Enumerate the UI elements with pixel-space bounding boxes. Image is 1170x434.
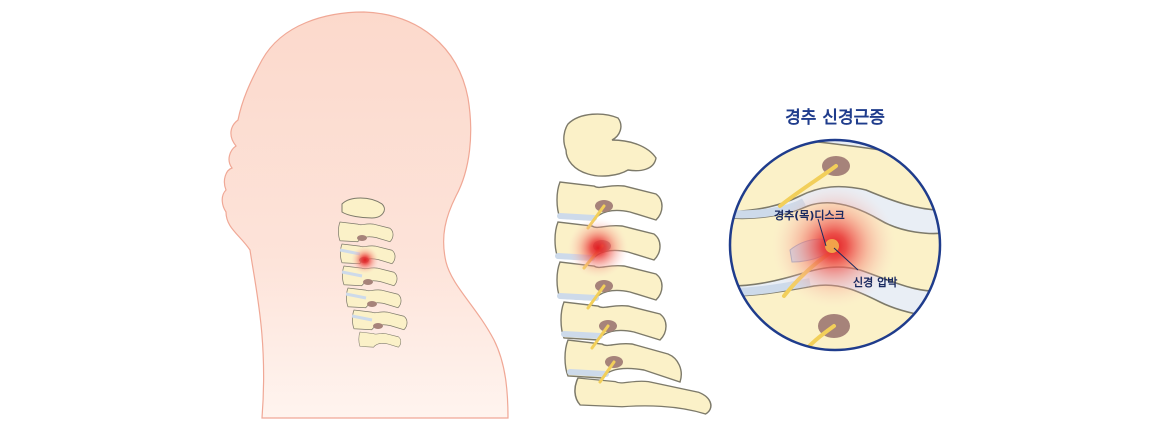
nerve-compression-label: 신경 압박 [853, 276, 898, 289]
pain-glow-spine [568, 218, 628, 278]
magnifier-circle [728, 138, 942, 352]
neck-spine [338, 197, 408, 348]
zoom-title: 경추 신경근증 [785, 108, 885, 128]
pain-glow-small [351, 246, 379, 274]
spine [554, 113, 712, 415]
disc-label: 경추(목)디스크 [774, 209, 845, 222]
